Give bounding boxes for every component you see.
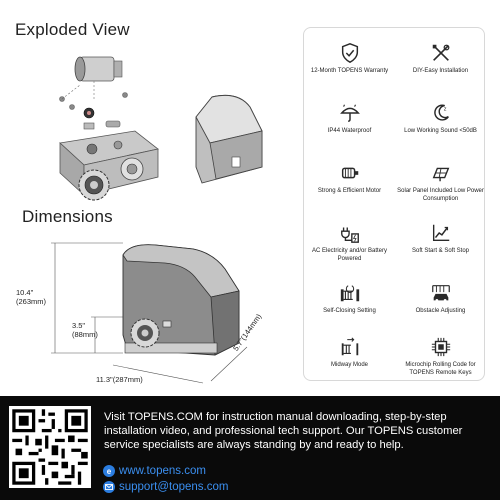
soft-start-chart-icon <box>432 224 449 242</box>
moon-sleep-icon: z <box>433 104 449 121</box>
exploded-view-illustration <box>59 56 263 201</box>
umbrella-rain-icon <box>339 104 360 122</box>
globe-icon: e <box>103 465 115 477</box>
motor-part <box>74 56 123 100</box>
gearbox-base <box>59 130 159 201</box>
website-link[interactable]: e www.topens.com <box>103 464 206 478</box>
feature-label: Microchip Rolling Code for TOPENS Remote… <box>405 362 476 376</box>
motor-icon <box>341 167 358 179</box>
motor-cover <box>195 94 263 184</box>
plug-battery-icon <box>340 227 359 243</box>
support-message: Visit TOPENS.COM for instruction manual … <box>104 411 463 451</box>
email-text[interactable]: support@topens.com <box>119 481 229 493</box>
dimensions-illustration <box>51 242 248 384</box>
midway-gate-icon <box>341 337 358 356</box>
feature-warranty: 12-Month TOPENS Warranty <box>304 42 395 76</box>
support-banner: Visit TOPENS.COM for instruction manual … <box>0 396 500 500</box>
feature-label: DIY-Easy Installation <box>412 68 469 74</box>
website-text[interactable]: www.topens.com <box>119 465 206 477</box>
length-dimension: 11.3"(287mm) <box>96 375 143 384</box>
tools-icon <box>432 44 449 61</box>
feature-label: Low Working Sound <50dB <box>404 128 477 134</box>
feature-label: 12-Month TOPENS Warranty <box>310 68 389 74</box>
qr-code[interactable] <box>9 406 91 488</box>
feature-label: IP44 Waterproof <box>327 128 372 134</box>
feature-soft-start: Soft Start & Soft Stop <box>395 222 486 256</box>
svg-text:z: z <box>443 106 446 112</box>
feature-label: Midway Mode <box>330 362 368 368</box>
email-link[interactable]: support@topens.com <box>103 480 228 494</box>
gear-height-dimension: 3.5" (88mm) <box>72 321 98 339</box>
exploded-view-heading: Exploded View <box>15 20 130 39</box>
feature-low-sound: z Low Working Sound <50dB <box>395 102 486 136</box>
bearing-parts <box>83 107 121 130</box>
feature-label: Soft Start & Soft Stop <box>411 248 470 254</box>
mail-icon <box>103 481 115 493</box>
feature-microchip: Microchip Rolling Code for TOPENS Remote… <box>395 336 486 377</box>
dimensions-heading: Dimensions <box>22 207 113 226</box>
feature-motor: Strong & Efficient Motor <box>304 162 395 196</box>
feature-obstacle: Obstacle Adjusting <box>395 282 486 316</box>
feature-label: Solar Panel Included Low Power Consumpti… <box>397 188 484 202</box>
feature-self-closing: Self-Closing Setting <box>304 282 395 316</box>
feature-label: Obstacle Adjusting <box>415 308 466 314</box>
feature-power-source: AC Electricity and/or Battery Powered <box>304 222 395 263</box>
feature-solar-panel: Solar Panel Included Low Power Consumpti… <box>395 162 486 203</box>
gate-closing-icon <box>340 285 359 302</box>
feature-midway-mode: Midway Mode <box>304 336 395 370</box>
solar-panel-icon <box>432 167 449 182</box>
height-dimension: 10.4" (263mm) <box>16 288 47 306</box>
gate-opener-body <box>122 244 240 356</box>
car-obstacle-icon <box>431 285 450 302</box>
feature-label: Self-Closing Setting <box>323 308 376 314</box>
features-panel: 12-Month TOPENS Warranty DIY-Easy Instal… <box>303 27 485 381</box>
svg-text:e: e <box>107 467 112 476</box>
feature-waterproof: IP44 Waterproof <box>304 102 395 136</box>
feature-label: AC Electricity and/or Battery Powered <box>311 248 388 262</box>
feature-diy-installation: DIY-Easy Installation <box>395 42 486 76</box>
shield-check-icon <box>341 43 358 63</box>
microchip-icon <box>431 337 450 357</box>
feature-label: Strong & Efficient Motor <box>317 188 382 194</box>
